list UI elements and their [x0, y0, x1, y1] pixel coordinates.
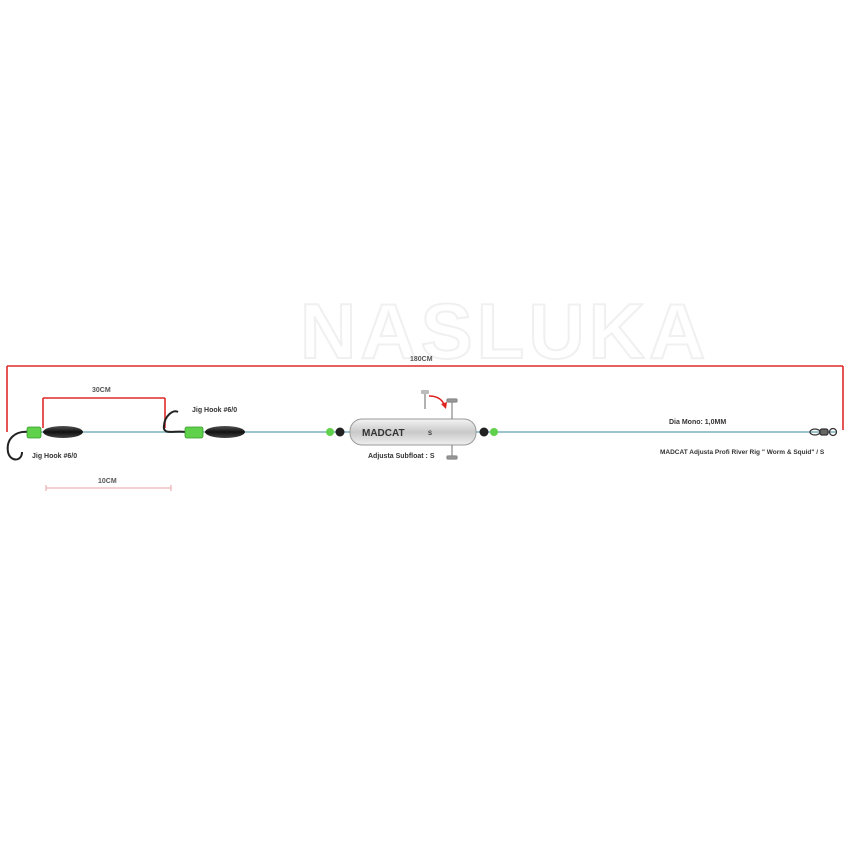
bead-right [184, 426, 204, 439]
product-label: MADCAT Adjusta Profi River Rig " Worm & … [660, 449, 825, 456]
dimension-lower [45, 485, 172, 491]
dimension-lower-label: 10CM [98, 478, 117, 485]
dimension-upper-label: 30CM [92, 387, 111, 394]
float-peg [421, 390, 447, 409]
bead-float-left-1 [326, 428, 334, 436]
watermark: NASLUKA [300, 287, 709, 375]
bead-left [26, 426, 42, 439]
float-brand: MADCAT [362, 428, 405, 439]
line-spec-label: Dia Mono: 1,0MM [669, 419, 726, 426]
float-label: Adjusta Subfloat : S [368, 453, 435, 460]
dimension-upper [42, 397, 166, 428]
hook-left-label: Jig Hook #6/0 [32, 453, 77, 460]
dimension-total [6, 365, 844, 432]
bead-float-right-2 [490, 428, 498, 436]
hook-right-label: Jig Hook #6/0 [192, 407, 237, 414]
sinker-right [205, 426, 245, 438]
float-pin-bottom [446, 445, 458, 460]
bead-float-right-1 [479, 427, 489, 437]
sinker-left [43, 426, 83, 438]
float-pin-top [446, 398, 458, 419]
swivel-icon [809, 427, 838, 437]
hook-left-icon [6, 430, 31, 461]
hook-right-icon [162, 410, 187, 433]
bead-float-left-2 [335, 427, 345, 437]
float-size: S [428, 431, 432, 437]
dimension-total-label: 180CM [410, 356, 433, 363]
float-body [349, 418, 477, 446]
